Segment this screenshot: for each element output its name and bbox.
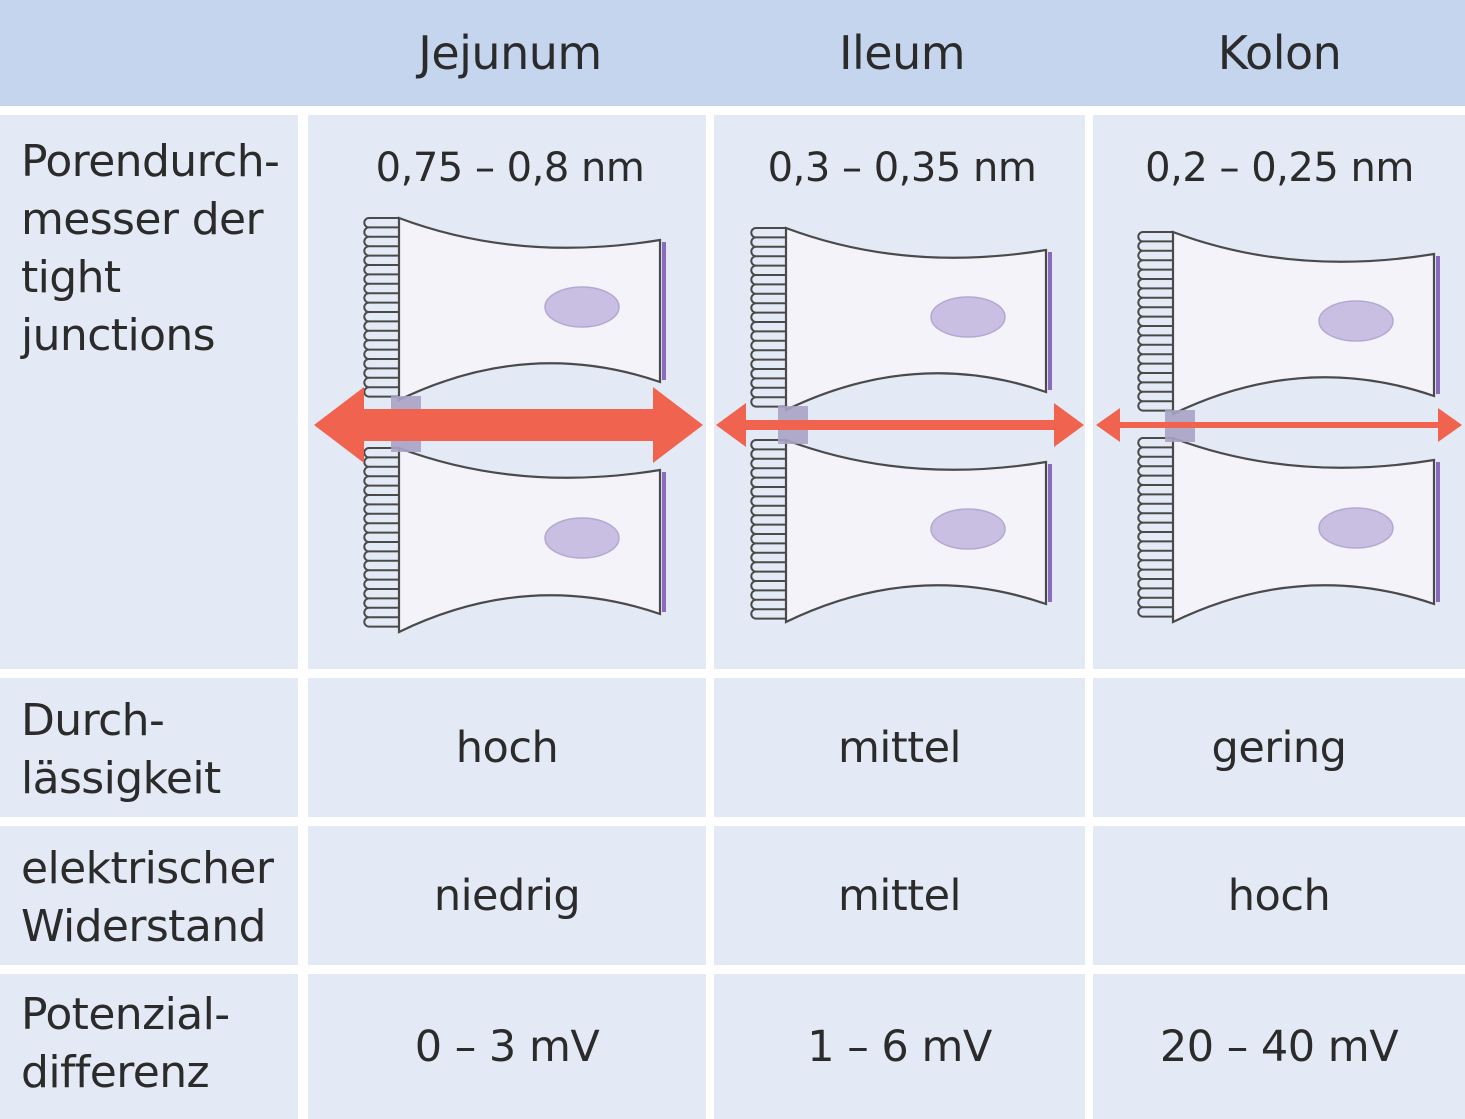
epithelial-cell <box>784 438 1048 624</box>
pore-value-kolon: 0,2 – 0,25 nm <box>1094 145 1465 191</box>
potential-kolon: 20 – 40 mV <box>1093 974 1465 1119</box>
row-label-line: Widerstand <box>21 901 266 952</box>
column-header-jejunum: Jejunum <box>418 26 602 80</box>
permeability-kolon: gering <box>1093 678 1465 817</box>
row-label-line: Potenzial- <box>21 989 230 1040</box>
pore-value-text: 0,2 – 0,25 nm <box>1145 145 1414 191</box>
paracellular-flow-arrow <box>314 387 703 463</box>
microvilli-border <box>363 447 399 628</box>
pore-value-text: 0,3 – 0,35 nm <box>767 145 1037 191</box>
nucleus-icon <box>544 286 620 328</box>
potential-ileum: 1 – 6 mV <box>714 974 1085 1119</box>
resistance-ileum: mittel <box>714 826 1085 965</box>
permeability-ileum: mittel <box>714 678 1085 817</box>
row-label-line: elektrischer <box>21 843 274 894</box>
microvilli-border <box>1137 231 1173 412</box>
epithelial-cell <box>1171 436 1436 624</box>
column-header-ileum: Ileum <box>838 26 966 80</box>
nucleus-icon <box>1318 300 1394 342</box>
row-label-line: Durch- <box>21 695 165 746</box>
microvilli-border <box>363 217 399 398</box>
permeability-jejunum: hoch <box>308 678 706 817</box>
row-label-pore-diameter: Porendurch- messer der tight junctions <box>0 115 298 669</box>
nucleus-icon <box>930 296 1006 338</box>
epithelial-cell <box>784 226 1048 412</box>
paracellular-flow-arrow <box>1096 408 1462 442</box>
resistance-jejunum: niedrig <box>308 826 706 965</box>
microvilli-border <box>750 439 786 620</box>
pore-value-text: 0,75 – 0,8 nm <box>375 145 645 191</box>
row-label-line: lässigkeit <box>21 753 221 804</box>
microvilli-border <box>750 227 786 408</box>
row-label-line: tight <box>21 252 121 303</box>
row-label-potential: Potenzial- differenz <box>0 974 298 1119</box>
nucleus-icon <box>544 517 620 559</box>
pore-value-ileum: 0,3 – 0,35 nm <box>716 145 1088 191</box>
microvilli-border <box>1137 437 1173 618</box>
row-label-line: differenz <box>21 1047 210 1098</box>
potential-jejunum: 0 – 3 mV <box>308 974 706 1119</box>
column-header-kolon: Kolon <box>1217 26 1342 80</box>
row-label-permeability: Durch- lässigkeit <box>0 678 298 817</box>
row-label-line: junctions <box>21 310 216 361</box>
paracellular-flow-arrow <box>716 403 1084 447</box>
epithelial-cell <box>1171 230 1436 416</box>
resistance-kolon: hoch <box>1093 826 1465 965</box>
pore-value-jejunum: 0,75 – 0,8 nm <box>310 145 710 191</box>
epithelial-cell <box>397 216 662 402</box>
row-label-resistance: elektrischer Widerstand <box>0 826 298 965</box>
nucleus-icon <box>1318 507 1394 549</box>
epithelial-cell <box>397 446 662 634</box>
header-bar <box>0 0 1465 106</box>
row-label-line: messer der <box>21 194 264 245</box>
row-label-line: Porendurch- <box>21 136 280 187</box>
nucleus-icon <box>930 508 1006 550</box>
